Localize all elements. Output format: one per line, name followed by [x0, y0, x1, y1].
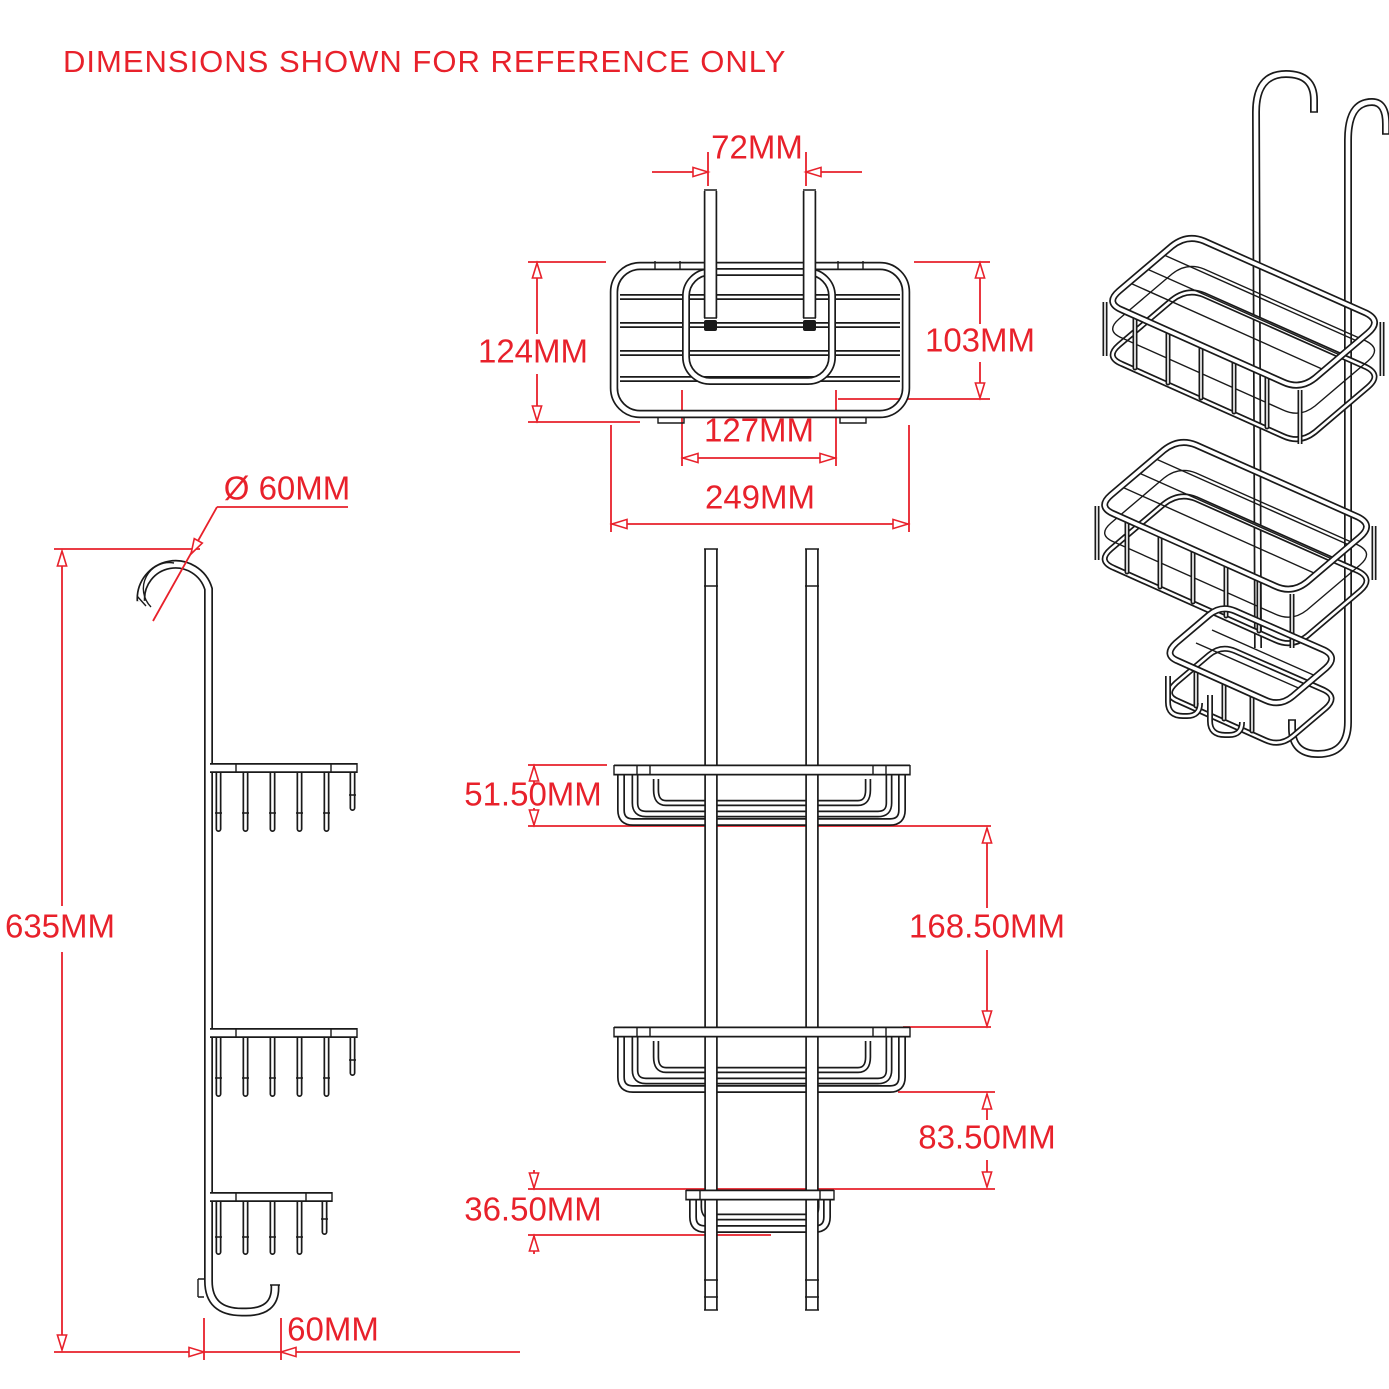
iso-soap-dish [1168, 609, 1332, 743]
hook-diameter-leader [152, 506, 348, 622]
front-mid-basket-wire [652, 1041, 872, 1074]
dim-label-hook-diameter: Ø 60MM [224, 470, 351, 507]
top-view-bottom-tabs [657, 418, 867, 424]
dim-label-basket-gap: 168.50MM [909, 908, 1065, 945]
dim-label-top-basket-height: 51.50MM [464, 776, 602, 813]
top-view-basket-outer [609, 261, 911, 419]
rail-cap-lines [704, 548, 819, 1311]
iso-rail-caps [1288, 111, 1389, 721]
front-mid-basket-inner [631, 1037, 893, 1085]
rail-foot [704, 320, 717, 331]
rim-joint-ticks [636, 765, 887, 1200]
dim-label-inner-basket-width: 127MM [704, 412, 814, 449]
iso-basket [1102, 238, 1385, 444]
dim-label-dish-gap: 83.50MM [918, 1119, 1056, 1156]
side-view [136, 559, 358, 1317]
dim-label-overall-depth: 124MM [478, 333, 588, 370]
dim-label-overall-height: 635MM [5, 908, 115, 945]
dim-label-overall-width: 249MM [705, 479, 815, 516]
rim-cap-lines [613, 765, 911, 1201]
front-top-basket-inner [631, 775, 893, 818]
hook-inner-arc [142, 561, 175, 608]
side-shelf2-ticks [215, 1028, 358, 1079]
front-view [613, 548, 911, 1311]
side-front-hook-tip [197, 1278, 204, 1298]
drawing-title: DIMENSIONS SHOWN FOR REFERENCE ONLY [63, 44, 786, 79]
side-shelf2-wires [215, 1035, 356, 1097]
side-shelf1-wires [215, 770, 356, 832]
top-view-basket-wires [620, 294, 900, 382]
dim-label-bottom-hook-depth: 60MM [287, 1311, 379, 1348]
rail-joint-ticks [704, 585, 819, 1298]
top-view-notches [654, 261, 864, 270]
side-shelf3-ticks [215, 1192, 333, 1238]
dim-label-dish-height: 36.50MM [464, 1191, 602, 1228]
front-dish-inner [700, 1200, 820, 1221]
hook-cap-lines [136, 595, 280, 1286]
dim-label-basket-inner-depth: 103MM [925, 322, 1035, 359]
front-top-basket-wire [652, 779, 872, 807]
side-shelf1-ticks [215, 763, 358, 814]
top-view [609, 189, 911, 424]
iso-right-rail [1288, 97, 1389, 759]
iso-basket-2 [1097, 442, 1374, 648]
rail-cap-lines [704, 189, 816, 319]
dim-label-rail-spacing: 72MM [711, 129, 803, 166]
rail-foot [803, 320, 816, 331]
isometric-view [1097, 69, 1389, 759]
